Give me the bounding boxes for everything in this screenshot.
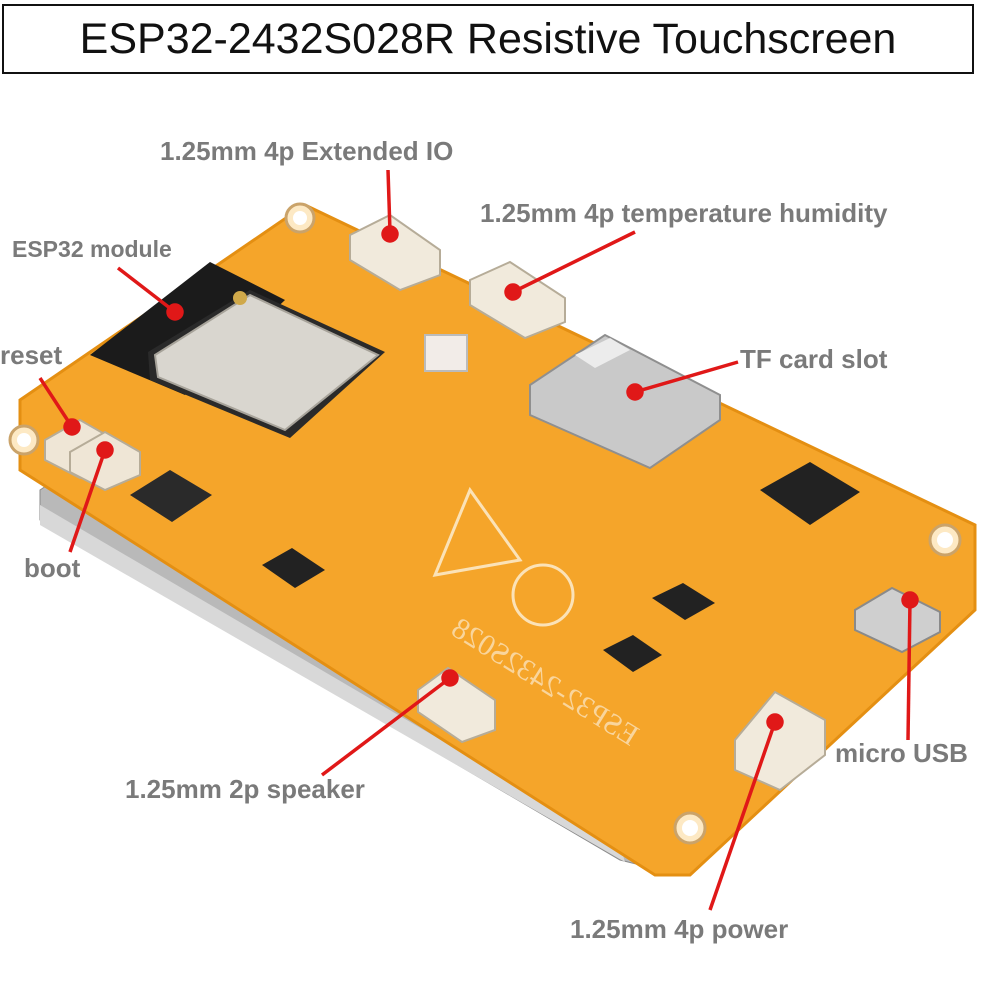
leader-esp32-module xyxy=(116,266,177,314)
boot-button-part xyxy=(69,430,141,492)
title-box: ESP32-2432S028R Resistive Touchscreen xyxy=(2,4,974,74)
lcd-module-side xyxy=(40,505,625,862)
label-extended-io: 1.25mm 4p Extended IO xyxy=(160,136,454,166)
chip-regulator-2 xyxy=(603,635,662,672)
label-micro-usb: micro USB xyxy=(835,738,968,768)
label-esp32-module: ESP32 module xyxy=(12,236,172,262)
warning-logo xyxy=(432,486,523,577)
label-power: 1.25mm 4p power xyxy=(570,914,789,944)
leader-temp-humidity xyxy=(512,230,636,294)
label-boot: boot xyxy=(24,553,81,583)
leader-power xyxy=(708,721,777,911)
label-tf-card: TF card slot xyxy=(740,344,888,374)
esp32-module xyxy=(90,262,385,438)
micro-usb-port xyxy=(854,586,941,654)
label-temp-humidity: 1.25mm 4p temperature humidity xyxy=(480,198,888,228)
rgb-led xyxy=(424,334,468,372)
tf-card-slot-part xyxy=(529,333,721,470)
leader-boot xyxy=(68,449,107,553)
power-connector xyxy=(734,690,826,792)
cert-logo xyxy=(511,563,575,627)
leader-micro-usb xyxy=(906,599,912,741)
leader-extended-io xyxy=(386,169,392,233)
leader-tf-card xyxy=(634,360,739,394)
label-reset: reset xyxy=(0,340,63,370)
chip-right xyxy=(760,462,860,525)
leader-speaker xyxy=(320,676,452,777)
mounting-holes xyxy=(8,202,962,845)
page-title: ESP32-2432S028R Resistive Touchscreen xyxy=(79,14,897,63)
temp-humidity-connector xyxy=(469,260,566,340)
leader-lines xyxy=(38,169,919,911)
chip-touch-controller xyxy=(130,470,212,522)
chip-amplifier xyxy=(262,548,325,588)
leader-reset xyxy=(38,377,74,428)
chip-regulator-1 xyxy=(652,583,715,620)
label-speaker: 1.25mm 2p speaker xyxy=(125,774,365,804)
